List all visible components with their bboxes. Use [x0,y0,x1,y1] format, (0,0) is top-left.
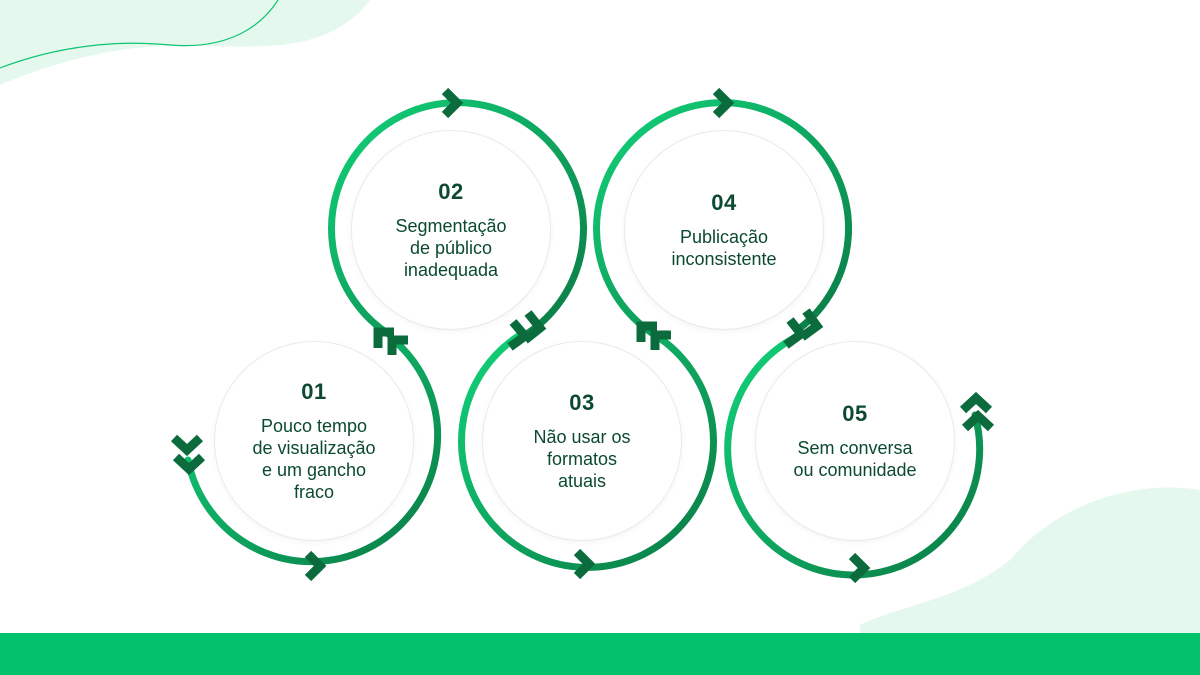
step-number: 02 [438,179,464,204]
step-text-line: formatos [546,449,618,469]
double-chevron-down-left-icon-3 [799,308,824,341]
step-text-line: Pouco tempo [260,416,368,436]
step-card-05: 05 Sem conversa ou comunidade [755,341,955,541]
bottom-bar [0,633,1200,675]
double-chevron-up-left-icon-2 [387,335,408,355]
step-number: 04 [711,190,737,215]
step-text: Não usar os formatos atuais [533,426,630,492]
double-chevron-up-left-icon-3 [636,321,657,342]
step-text-line: inconsistente [671,249,777,269]
step-card-04: 04 Publicação inconsistente [624,130,824,330]
step-text: Sem conversa ou comunidade [793,437,916,481]
step-number: 05 [842,401,868,426]
ring-05-arc [724,331,984,579]
background-line-top-left [0,0,279,69]
ring-01-arc [184,339,442,566]
step-card-01: 01 Pouco tempo de visualização e um ganc… [214,341,414,541]
step-text: Segmentação de público inadequada [395,215,506,281]
step-text-line: e um gancho [261,460,367,480]
chevron-right-icon [573,548,596,580]
step-text-line: fraco [293,482,334,502]
chevron-right-icon [304,550,327,582]
step-text-line: ou comunidade [793,460,917,480]
chevron-right-icon [848,552,871,584]
double-chevron-down-icon-2 [172,453,206,476]
step-text: Pouco tempo de visualização e um gancho … [252,415,375,503]
step-text-line: de público [409,238,493,258]
background-blob-top-left [0,0,370,85]
double-chevron-up-left-icon-4 [650,330,671,350]
double-chevron-down-icon [170,434,204,457]
step-text-line: Publicação [679,227,769,247]
step-text-line: atuais [557,471,607,491]
step-number: 01 [301,379,327,404]
double-chevron-up-left-icon [373,327,394,348]
step-text-line: inadequada [403,260,499,280]
double-chevron-up-icon-2 [961,409,995,432]
step-text-line: de visualização [252,438,376,458]
ring-04-arc [593,99,852,339]
step-text: Publicação inconsistente [671,226,776,270]
background-blob-bottom-right [860,487,1200,633]
step-number: 03 [569,390,595,415]
chevron-right-icon [712,87,735,119]
double-chevron-down-left-icon-2 [507,319,532,351]
step-text-line: Não usar os [533,427,631,447]
chevron-right-icon [441,87,464,119]
step-card-03: 03 Não usar os formatos atuais [482,341,682,541]
double-chevron-down-left-icon-4 [783,317,808,349]
double-chevron-up-icon [959,391,993,414]
step-card-02: 02 Segmentação de público inadequada [351,130,551,330]
step-text-line: Sem conversa [797,438,913,458]
step-text-line: Segmentação [395,216,507,236]
